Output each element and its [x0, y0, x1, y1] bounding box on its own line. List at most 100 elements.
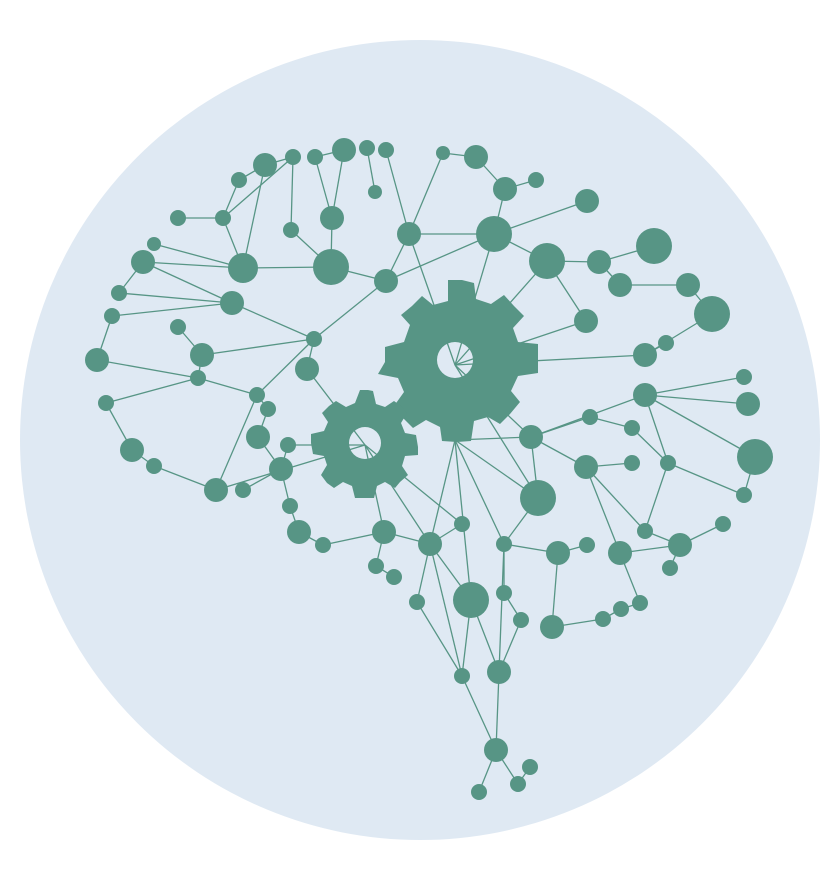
- network-node: [147, 237, 161, 251]
- network-node: [587, 250, 611, 274]
- network-node: [313, 249, 349, 285]
- network-node: [146, 458, 162, 474]
- network-edge: [385, 149, 410, 235]
- network-node: [540, 615, 564, 639]
- network-node: [510, 776, 526, 792]
- network-node: [204, 478, 228, 502]
- network-edge: [416, 601, 463, 677]
- network-node: [513, 612, 529, 628]
- network-node: [624, 420, 640, 436]
- network-node: [737, 439, 773, 475]
- network-node: [359, 140, 375, 156]
- network-edge: [585, 466, 646, 532]
- network-node: [668, 533, 692, 557]
- network-node: [496, 536, 512, 552]
- network-node: [574, 309, 598, 333]
- network-node: [662, 560, 678, 576]
- network-edge: [385, 233, 495, 282]
- network-node: [582, 409, 598, 425]
- network-node: [372, 520, 396, 544]
- network-edge: [222, 156, 294, 219]
- network-edge: [644, 462, 669, 532]
- network-edge: [242, 164, 266, 269]
- network-node: [471, 784, 487, 800]
- network-node: [608, 541, 632, 565]
- network-node: [493, 177, 517, 201]
- network-node: [636, 228, 672, 264]
- network-node: [253, 153, 277, 177]
- network-edge: [290, 156, 294, 231]
- network-node: [280, 437, 296, 453]
- network-node: [454, 516, 470, 532]
- network-node: [368, 558, 384, 574]
- network-nodes: [85, 138, 773, 800]
- network-node: [190, 343, 214, 367]
- network-node: [658, 335, 674, 351]
- network-node: [637, 523, 653, 539]
- network-node: [575, 189, 599, 213]
- gears-group: [311, 280, 538, 498]
- network-node: [368, 185, 382, 199]
- network-edge: [498, 543, 505, 673]
- network-edge: [644, 394, 756, 458]
- network-edge: [429, 543, 463, 677]
- network-node: [624, 455, 640, 471]
- large-gear-icon: [378, 280, 538, 442]
- network-node: [464, 145, 488, 169]
- network-node: [215, 210, 231, 226]
- network-node: [378, 142, 394, 158]
- network-edge: [408, 152, 444, 235]
- network-node: [307, 149, 323, 165]
- network-node: [487, 660, 511, 684]
- network-edge: [142, 261, 244, 269]
- network-edge: [153, 243, 244, 269]
- network-node: [476, 216, 512, 252]
- network-node: [283, 222, 299, 238]
- network-edge: [461, 675, 497, 751]
- network-node: [269, 457, 293, 481]
- network-edge: [142, 261, 233, 304]
- network-node: [736, 392, 760, 416]
- network-node: [315, 537, 331, 553]
- network-node: [235, 482, 251, 498]
- network-edge: [201, 338, 315, 356]
- network-node: [320, 206, 344, 230]
- network-edge: [429, 439, 456, 545]
- network-node: [453, 582, 489, 618]
- network-node: [633, 383, 657, 407]
- network-node: [386, 569, 402, 585]
- network-node: [332, 138, 356, 162]
- network-edge: [454, 439, 505, 545]
- network-node: [522, 759, 538, 775]
- background-circle: [20, 40, 820, 840]
- network-edge: [631, 427, 669, 464]
- small-gear-icon: [311, 390, 418, 498]
- network-node: [306, 331, 322, 347]
- network-edge: [111, 302, 233, 317]
- network-node: [676, 273, 700, 297]
- network-node: [104, 308, 120, 324]
- network-node: [246, 425, 270, 449]
- network-edge: [231, 302, 315, 340]
- network-node: [409, 594, 425, 610]
- network-node: [694, 296, 730, 332]
- network-node: [374, 269, 398, 293]
- network-edge: [644, 394, 749, 405]
- network-node: [632, 595, 648, 611]
- network-node: [111, 285, 127, 301]
- network-edge: [118, 292, 233, 304]
- network-node: [220, 291, 244, 315]
- network-node: [260, 401, 276, 417]
- network-node: [579, 537, 595, 553]
- network-edge: [644, 376, 745, 396]
- network-node: [736, 369, 752, 385]
- network-node: [249, 387, 265, 403]
- network-node: [170, 210, 186, 226]
- network-node: [98, 395, 114, 411]
- network-node: [418, 532, 442, 556]
- network-edge: [551, 552, 559, 628]
- network-node: [170, 319, 186, 335]
- network-node: [546, 541, 570, 565]
